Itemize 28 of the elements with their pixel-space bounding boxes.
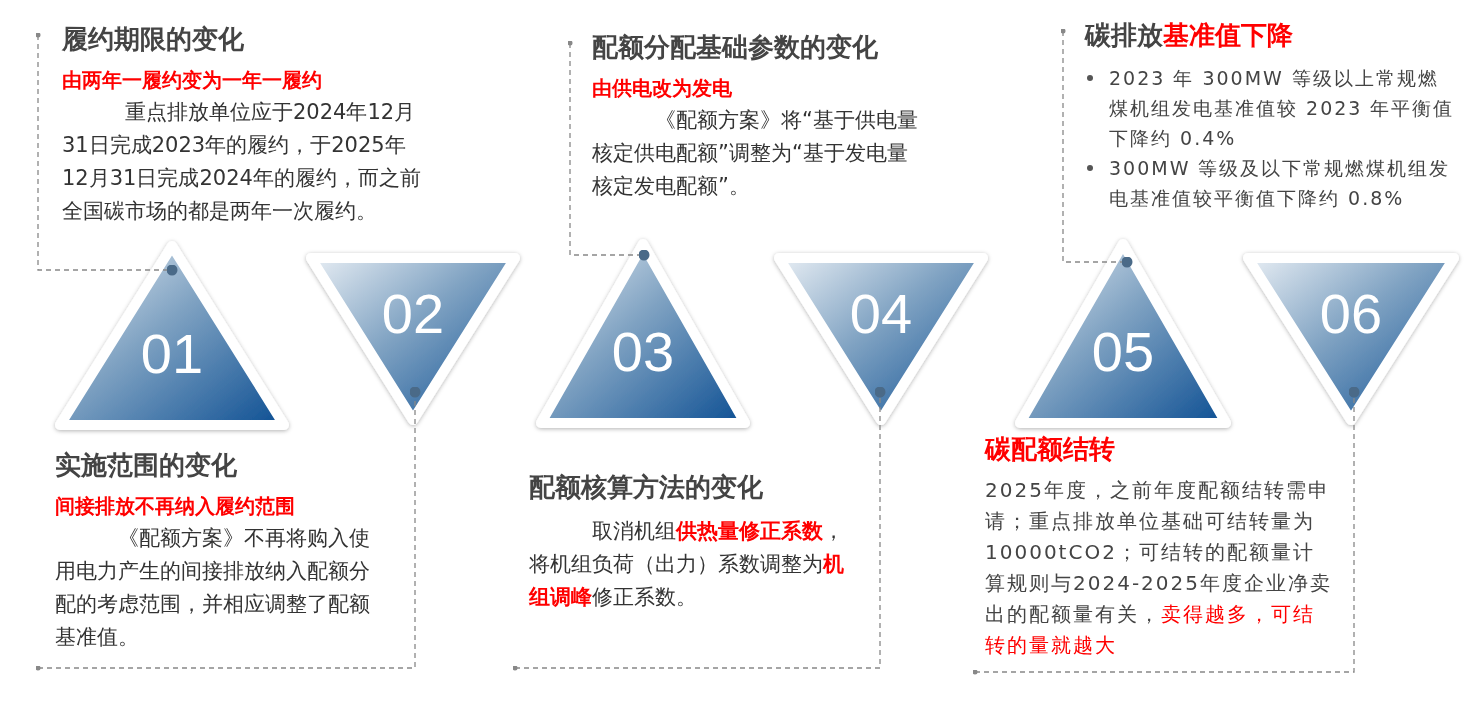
leader-line <box>972 386 1360 675</box>
body-paragraph: 《配额方案》将“基于供电量核定供电配额”调整为“基于发电量核定发电配额”。 <box>592 107 919 200</box>
bullet-item: 2023 年 300MW 等级以上常规燃煤机组发电基准值较 2023 年平衡值下降约 0.4% <box>1109 66 1456 151</box>
leader-line <box>35 32 178 276</box>
section-heading: 碳排放基准值下降 <box>1085 19 1293 52</box>
section-heading: 配额核算方法的变化 <box>529 471 763 504</box>
highlight-subtitle: 由两年一履约变为一年一履约 <box>62 67 322 94</box>
leader-line <box>512 386 886 671</box>
body-paragraph: 重点排放单位应于2024年12月31日完成2023年的履约，于2025年12月31日完成2024年的履约，而之前全国碳市场的都是两年一次履约。 <box>62 99 422 225</box>
step-number: 01 <box>140 325 204 382</box>
leader-line <box>35 386 421 671</box>
step-number: 02 <box>381 285 445 342</box>
leader-line <box>1060 28 1133 268</box>
step-number: 06 <box>1319 285 1383 342</box>
section-heading: 碳配额结转 <box>985 433 1115 466</box>
body-paragraph: 《配额方案》不再将购入使用电力产生的间接排放纳入配额分配的考虑范围，并相应调整了配额基准值。 <box>55 525 371 651</box>
highlight-subtitle: 由供电改为发电 <box>592 75 732 102</box>
section-heading: 配额分配基础参数的变化 <box>592 31 878 64</box>
highlight-subtitle: 间接排放不再纳入履约范围 <box>55 493 295 520</box>
section-heading: 履约期限的变化 <box>62 23 244 56</box>
bullet-item: 300MW 等级及以下常规燃煤机组发电基准值较平衡值下降约 0.8% <box>1109 156 1452 211</box>
step-number: 03 <box>611 323 675 380</box>
step-number: 04 <box>849 285 913 342</box>
section-heading: 实施范围的变化 <box>55 449 237 482</box>
body-paragraph: 2025年度，之前年度配额结转需申请；重点排放单位基础可结转量为 10000tCO2；可结转的配额量计算规则与2024-2025年度企业净卖出的配额量有关，卖得越多，可结转的量就越大 <box>985 477 1333 659</box>
leader-line <box>567 40 650 261</box>
body-paragraph: 取消机组供热量修正系数，将机组负荷（出力）系数调整为机组调峰修正系数。 <box>529 518 845 611</box>
step-number: 05 <box>1091 323 1155 380</box>
